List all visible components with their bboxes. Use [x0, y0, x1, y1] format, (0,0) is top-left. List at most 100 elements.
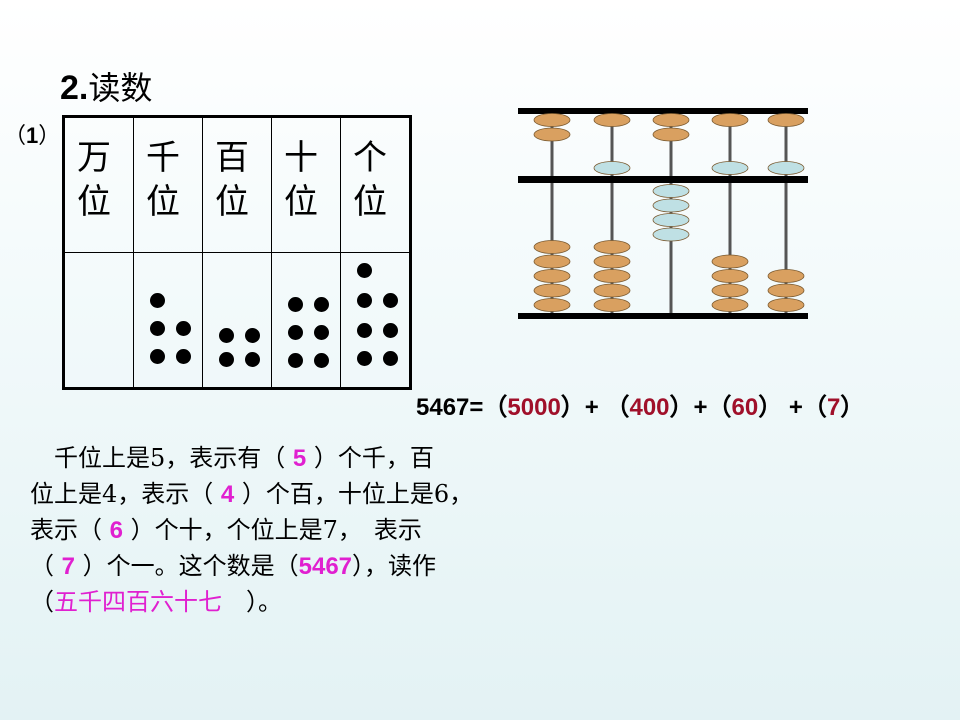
counting-dot [288, 297, 303, 312]
header-wan-label: 万 位 [77, 138, 111, 222]
abacus-bead [711, 113, 749, 127]
counting-dot [176, 349, 191, 364]
answer-ones-count: 7 [61, 553, 75, 580]
abacus-bead [533, 298, 571, 312]
abacus-bead [652, 184, 690, 198]
dots-ge [340, 252, 411, 389]
text: ）。 [222, 588, 282, 616]
heading-number: 2. [60, 69, 89, 107]
subheading-open: （ [4, 124, 27, 149]
equation-close: ） [840, 394, 865, 421]
equation-lhs: 5467=（ [416, 394, 508, 421]
abacus-rod [669, 110, 673, 316]
text: ）个一。这个数是（ [75, 552, 299, 580]
equation-plus-2: ）+（ [669, 394, 732, 421]
text: ）个百，十位上是6， [234, 480, 474, 508]
counting-dot [176, 321, 191, 336]
abacus-rod [728, 110, 732, 316]
counting-dot [150, 293, 165, 308]
counting-dot [245, 352, 260, 367]
counting-dot [150, 349, 165, 364]
paragraph-line-1: 千位上是5，表示有（ 5 ）个千，百 [30, 440, 590, 476]
abacus-bead [652, 227, 690, 242]
paragraph-line-3: 表示（ 6 ）个十，个位上是7， 表示 [30, 512, 590, 548]
place-value-table: 万 位 千 位 百 位 十 位 个 位 [62, 115, 412, 390]
text: 位上是4，表示（ [30, 480, 221, 508]
counting-dot [357, 293, 372, 308]
counting-dot [383, 323, 398, 338]
answer-number: 5467 [298, 553, 353, 580]
paragraph-line-5: （五千四百六十七 ）。 [30, 584, 590, 620]
abacus-bead [533, 269, 571, 283]
counting-dot [357, 351, 372, 366]
text: ）个千，百 [306, 444, 434, 472]
dots-qian [133, 252, 203, 389]
abacus-bead [593, 269, 631, 283]
abacus-bead [593, 113, 631, 127]
answer-tens-count: 6 [109, 517, 123, 544]
counting-dot [314, 325, 329, 340]
abacus-diagram [518, 108, 808, 319]
abacus-bead [652, 213, 690, 227]
header-wan: 万 位 [63, 116, 134, 253]
header-qian-label: 千 位 [146, 138, 180, 222]
dots-bai [202, 252, 272, 389]
header-ge: 个 位 [340, 116, 411, 253]
abacus-bead [767, 298, 805, 312]
abacus-bead [652, 113, 690, 127]
abacus-bead [533, 113, 571, 127]
section-heading: 2.读数 [60, 68, 152, 108]
equation-answer-hundreds: 400 [629, 394, 670, 421]
abacus-bead [533, 127, 571, 142]
abacus-top-bar [518, 108, 808, 114]
abacus-bead [593, 254, 631, 269]
abacus-bead [711, 254, 749, 269]
counting-dot [383, 293, 398, 308]
abacus-bead [711, 161, 749, 175]
abacus-bead [593, 298, 631, 312]
abacus-bead [711, 298, 749, 312]
equation-answer-tens: 60 [731, 394, 759, 421]
equation-plus-1: ）+ （ [560, 394, 630, 421]
counting-dot [357, 323, 372, 338]
abacus-middle-beam [518, 176, 808, 183]
counting-dot [245, 328, 260, 343]
heading-text: 读数 [88, 69, 153, 107]
abacus-bead [593, 161, 631, 175]
answer-reading: 五千四百六十七 [54, 588, 222, 616]
paragraph-line-4: （ 7 ）个一。这个数是（5467），读作 [30, 548, 590, 584]
header-shi-label: 十 位 [284, 138, 318, 222]
counting-dot [150, 321, 165, 336]
header-bai-label: 百 位 [215, 138, 249, 222]
abacus-rod [550, 110, 554, 316]
abacus-bead [711, 269, 749, 283]
abacus-bead [711, 283, 749, 298]
text: ），读作 [352, 552, 437, 580]
dots-wan [63, 252, 134, 389]
counting-dot [357, 263, 372, 278]
subheading: （1） [4, 122, 60, 151]
answer-thousands-count: 5 [292, 445, 307, 472]
header-shi: 十 位 [271, 116, 341, 253]
reading-paragraph: 千位上是5，表示有（ 5 ）个千，百 位上是4，表示（ 4 ）个百，十位上是6，… [30, 440, 590, 620]
counting-dot [314, 353, 329, 368]
abacus-bead [652, 198, 690, 213]
counting-dot [219, 352, 234, 367]
abacus-bead [767, 283, 805, 298]
expansion-equation: 5467=（5000）+ （400）+（60） +（7） [416, 393, 864, 423]
equation-plus-3: ） +（ [758, 394, 827, 421]
paragraph-line-2: 位上是4，表示（ 4 ）个百，十位上是6， [30, 476, 590, 512]
subheading-number: 1 [26, 123, 39, 148]
abacus-bottom-bar [518, 313, 808, 319]
text: 表示（ [30, 516, 110, 544]
abacus-bead [533, 254, 571, 269]
abacus-bead [767, 269, 805, 283]
abacus-bead [593, 240, 631, 254]
place-value-dots-row [63, 252, 411, 389]
place-value-header-row: 万 位 千 位 百 位 十 位 个 位 [63, 116, 411, 253]
text: 千位上是5，表示有（ [30, 444, 293, 472]
text: ）个十，个位上是7， 表示 [123, 516, 422, 544]
equation-answer-ones: 7 [826, 394, 841, 421]
equation-answer-thousands: 5000 [507, 394, 561, 421]
counting-dot [314, 297, 329, 312]
